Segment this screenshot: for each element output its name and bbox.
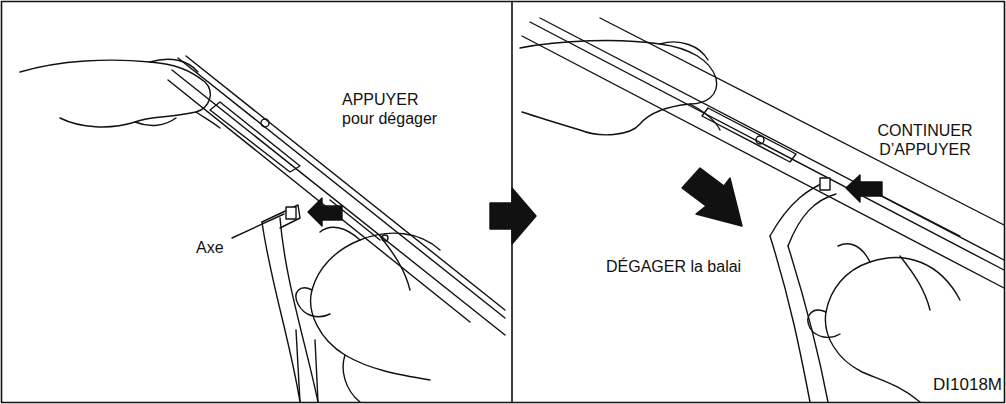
part-label: Axe [196, 238, 224, 257]
instruction-label: CONTINUER D’APPUYER [866, 121, 984, 159]
instruction-label: APPUYER pour dégager [342, 90, 448, 128]
instruction-label: DÉGAGER la balai [606, 257, 741, 276]
figure-code: DI1018M [933, 375, 1002, 394]
